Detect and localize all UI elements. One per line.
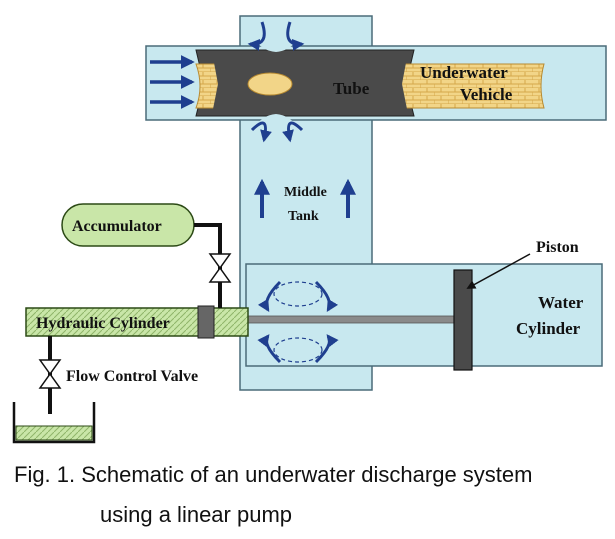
swirl-arrow — [257, 334, 282, 364]
water-cylinder-label-2: Cylinder — [516, 319, 581, 338]
accumulator-pipe — [194, 223, 222, 308]
swirl-arrow — [286, 21, 305, 51]
swirl-arrow — [247, 21, 266, 51]
accumulator-label: Accumulator — [72, 218, 162, 235]
reservoir-fluid — [15, 425, 93, 441]
swirl-arrow — [282, 121, 304, 143]
swirl-arrow — [250, 121, 272, 143]
underwater-vehicle-label-2: Vehicle — [460, 85, 513, 104]
tube-port — [247, 72, 293, 96]
discharge-system-diagram: Tube Underwater Vehicle Middle Tank Accu… — [12, 15, 607, 444]
hydraulic-cylinder-label: Hydraulic Cylinder — [36, 315, 170, 332]
valve-icon — [208, 253, 232, 283]
underwater-vehicle-label-1: Underwater — [420, 63, 508, 82]
swirl-arrow — [314, 280, 339, 313]
figure-caption-line-2: using a linear pump — [100, 502, 293, 527]
flow-control-valve-icon — [38, 359, 62, 389]
piston — [453, 269, 473, 371]
piston-rod — [213, 315, 459, 324]
swirl-arrow — [314, 334, 339, 364]
water-cylinder — [245, 263, 603, 367]
vortex-ring — [273, 337, 323, 363]
flow-control-valve-label: Flow Control Valve — [66, 368, 198, 385]
piston-label: Piston — [536, 239, 579, 256]
swirl-arrow — [257, 280, 282, 313]
tube-label: Tube — [333, 79, 370, 98]
middle-tank-label-2: Tank — [288, 209, 319, 224]
figure-caption-line-1: Fig. 1. Schematic of an underwater disch… — [14, 462, 533, 487]
reservoir — [12, 402, 96, 444]
piston-leader — [466, 253, 531, 289]
vortex-ring — [273, 281, 323, 307]
middle-tank-label-1: Middle — [284, 185, 327, 200]
water-cylinder-label-1: Water — [538, 293, 584, 312]
hydraulic-piston — [197, 305, 215, 339]
tube-core — [212, 52, 408, 114]
